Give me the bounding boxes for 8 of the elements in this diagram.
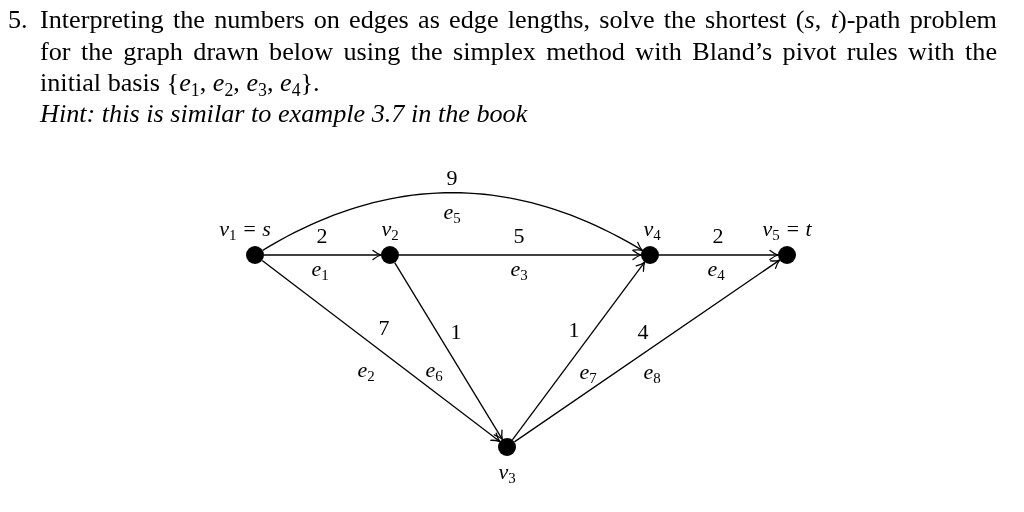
question-number: 5. xyxy=(8,4,28,36)
vertex-label: v$_{1}$ = s xyxy=(219,218,271,240)
question-text: Interpreting the numbers on edges as edge lengths, solve the shortest (s, t)-path problem for the graph drawn below using the simplex method with Bland’s pivot rules with the initial basis {e$_{1}$, e$_{2}$, e$_{3}$, e$_{4}$}. xyxy=(40,4,997,99)
vertex-label: v$_{5}$ = t xyxy=(762,218,812,240)
vertex-label: v$_{2}$ xyxy=(381,218,399,240)
vertex-label: v$_{3}$ xyxy=(498,461,516,483)
vertex-label: v$_{4}$ xyxy=(643,218,661,240)
hint-text: Hint: this is similar to example 3.7 in the book xyxy=(40,98,528,130)
